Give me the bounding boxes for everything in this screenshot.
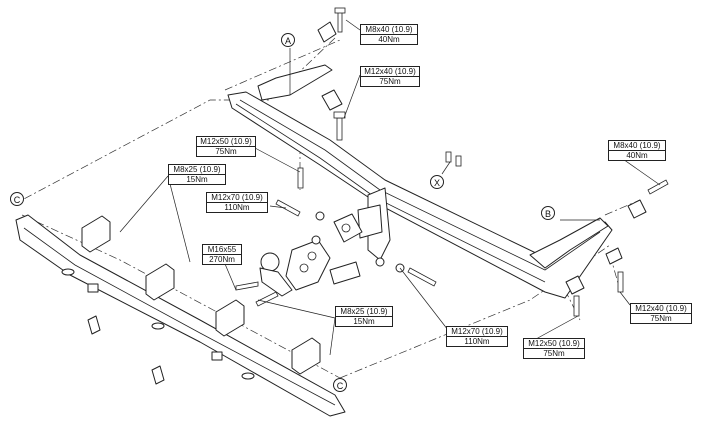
bolt-icon xyxy=(445,151,462,167)
bolt-spec: M12x40 (10.9) xyxy=(631,304,691,314)
leader-lines xyxy=(119,19,661,356)
bolt-icon xyxy=(617,271,624,293)
bolt-spec: M12x50 (10.9) xyxy=(197,137,255,147)
label-m12x40-top: M12x40 (10.9) 75Nm xyxy=(360,66,420,87)
label-m12x50-left: M12x50 (10.9) 75Nm xyxy=(196,136,256,157)
torque-value: 110Nm xyxy=(464,337,490,346)
bolt-icon xyxy=(647,179,669,195)
bolt-icon xyxy=(573,295,580,317)
callout-b: B xyxy=(541,206,555,220)
bolt-icon xyxy=(275,199,301,217)
bolt-icon xyxy=(297,167,304,189)
callout-c-left: C xyxy=(10,192,24,206)
torque-value: 110Nm xyxy=(224,203,250,212)
bolt-icon xyxy=(255,291,279,307)
bolt-spec: M12x70 (10.9) xyxy=(207,193,267,203)
torque-value: 75Nm xyxy=(543,349,565,358)
bolt-icon xyxy=(235,281,259,291)
bolt-spec: M8x25 (10.9) xyxy=(169,165,225,175)
bolt-spec: M12x40 (10.9) xyxy=(361,67,419,77)
bolt-icon xyxy=(407,267,437,287)
washer-icon xyxy=(375,257,385,267)
torque-value: 15Nm xyxy=(186,175,208,184)
bolt-spec: M8x40 (10.9) xyxy=(609,141,665,151)
bolt-icon xyxy=(334,7,346,33)
beam-brackets xyxy=(81,215,321,375)
bolt-spec: M8x25 (10.9) xyxy=(336,307,392,317)
washer-icon xyxy=(321,89,343,111)
label-m8x25-mid: M8x25 (10.9) 15Nm xyxy=(335,306,393,327)
label-m12x70-left: M12x70 (10.9) 110Nm xyxy=(206,192,268,213)
washer-icon xyxy=(311,235,321,245)
tow-ball-assembly xyxy=(259,213,363,297)
label-m8x40-right: M8x40 (10.9) 40Nm xyxy=(608,140,666,161)
bolt-icon xyxy=(333,111,346,141)
label-m12x70-bottom: M12x70 (10.9) 110Nm xyxy=(446,326,508,347)
torque-value: 75Nm xyxy=(650,314,672,323)
washers xyxy=(311,21,647,295)
label-m12x50-bottom: M12x50 (10.9) 75Nm xyxy=(523,338,585,359)
washer-icon xyxy=(627,199,647,219)
bolt-spec: M12x50 (10.9) xyxy=(524,339,584,349)
torque-value: 40Nm xyxy=(378,35,400,44)
clips xyxy=(87,315,165,385)
washer-icon xyxy=(315,211,325,221)
label-m8x40-top: M8x40 (10.9) 40Nm xyxy=(360,24,418,45)
torque-value: 75Nm xyxy=(379,77,401,86)
bolt-spec: M12x70 (10.9) xyxy=(447,327,507,337)
torque-value: 270Nm xyxy=(209,255,235,264)
washer-icon xyxy=(565,275,585,295)
bolt-spec: M8x40 (10.9) xyxy=(361,25,417,35)
callout-a: A xyxy=(281,33,295,47)
tow-ball-icon xyxy=(260,252,280,272)
main-crossbar xyxy=(227,64,613,299)
callout-c-bottom: C xyxy=(333,378,347,392)
label-m12x40-right: M12x40 (10.9) 75Nm xyxy=(630,303,692,324)
callout-x: X xyxy=(430,175,444,189)
torque-value: 75Nm xyxy=(215,147,237,156)
bolts xyxy=(235,7,669,317)
torque-value: 40Nm xyxy=(626,151,648,160)
label-m8x25-left: M8x25 (10.9) 15Nm xyxy=(168,164,226,185)
washer-icon xyxy=(605,247,623,265)
bumper-beam xyxy=(15,214,346,417)
washer-icon xyxy=(317,21,337,43)
label-m16x55: M16x55 270Nm xyxy=(202,244,242,265)
torque-value: 15Nm xyxy=(353,317,375,326)
bolt-spec: M16x55 xyxy=(203,245,241,255)
